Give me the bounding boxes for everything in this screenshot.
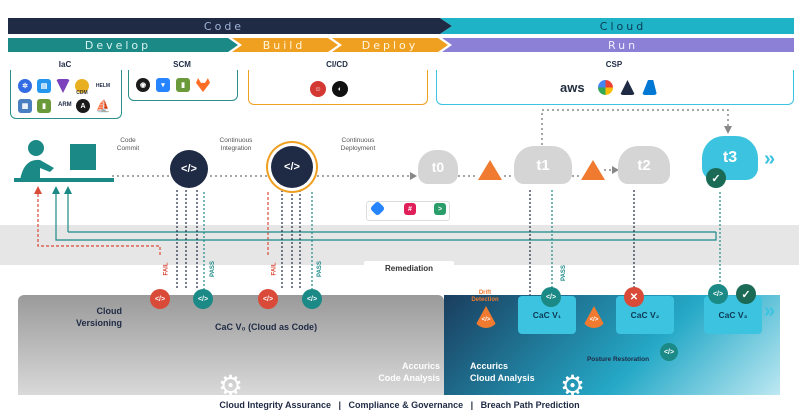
pass-label: PASS: [209, 261, 216, 277]
google-cloud-icon: [598, 80, 613, 95]
terminal-icon: >: [434, 203, 446, 215]
continuous-integration-label: Continuous Integration: [219, 137, 253, 152]
pass-label: PASS: [316, 261, 323, 277]
check-icon: ✓: [706, 168, 726, 188]
band-code: Code: [203, 19, 245, 33]
chevrons-right-icon: »: [764, 148, 776, 170]
restore-code-icon: </>: [660, 343, 678, 361]
cloud-versioning-label: Cloud Versioning: [75, 306, 122, 328]
cd-code-node[interactable]: </>: [271, 146, 313, 188]
pulumi-icon: ▮: [37, 99, 51, 113]
band-build: Build: [262, 38, 306, 52]
jenkins-icon: ☺: [310, 81, 326, 97]
pass-label: PASS: [560, 265, 567, 281]
group-cicd: [248, 70, 428, 105]
group-cicd-label: CI/CD: [326, 60, 348, 69]
fail-label: FAIL: [271, 262, 278, 276]
warning-icon: [581, 160, 605, 180]
cdm-icon: CDM: [75, 79, 89, 96]
gear-icon: ⚙: [560, 370, 586, 401]
group-csp-label: CSP: [605, 60, 623, 69]
cloud-analysis-label: Accurics Cloud Analysis: [470, 361, 535, 383]
pass-code-icon: </>: [193, 289, 213, 309]
code-analysis-label: Accurics Code Analysis: [378, 361, 440, 383]
code-commit-label: Code Commit: [116, 137, 140, 152]
group-csp: [436, 70, 794, 105]
fail-code-icon: </>: [258, 289, 278, 309]
band-deploy: Deploy: [361, 38, 419, 52]
continuous-deployment-label: Continuous Deployment: [340, 137, 376, 152]
group-iac-label: IaC: [58, 60, 72, 69]
pass-code-icon: </>: [541, 287, 561, 307]
code-analysis-panel: [18, 295, 444, 395]
ansible-icon: A: [76, 99, 90, 113]
top-bands: [8, 18, 794, 52]
slack-icon: #: [404, 203, 416, 215]
cloud-t1[interactable]: t1: [514, 146, 572, 184]
kubernetes-icon: ✲: [18, 79, 32, 93]
pass-code-icon: </>: [708, 284, 728, 304]
github-icon: ◉: [136, 78, 150, 92]
group-scm: [128, 70, 238, 101]
sailboat-icon: ⛵: [95, 99, 111, 113]
cloudformation-icon: ▦: [18, 99, 32, 113]
fail-label: FAIL: [163, 262, 170, 276]
group-iac: [10, 70, 122, 119]
cac-v0-label: CaC V₀ (Cloud as Code): [215, 322, 318, 332]
aws-codecommit-icon: ▮: [176, 78, 190, 92]
error-x-icon: ✕: [624, 287, 644, 307]
remediation-label: Remediation: [364, 261, 454, 275]
fail-code-icon: </>: [150, 289, 170, 309]
warning-icon: [478, 160, 502, 180]
cloud-t2[interactable]: t2: [618, 146, 670, 184]
band-cloud: Cloud: [599, 19, 647, 33]
arm-icon: ARM: [58, 102, 72, 108]
aws-icon: aws: [560, 80, 585, 95]
helm-icon: HELM: [95, 83, 111, 89]
band-develop: Develop: [84, 38, 152, 52]
cloud-t0[interactable]: t0: [418, 150, 458, 184]
footer-tagline: Cloud Integrity Assurance | Compliance &…: [219, 400, 580, 410]
drift-detection-label: Drift Detection: [471, 290, 499, 303]
group-scm-label: SCM: [173, 60, 191, 69]
docker-icon: ▤: [37, 79, 51, 93]
circleci-icon: ◐: [332, 81, 348, 97]
pass-code-icon: </>: [302, 289, 322, 309]
chevrons-right-icon: »: [764, 300, 776, 322]
gear-icon: ⚙: [218, 370, 244, 401]
band-run: Run: [607, 38, 639, 52]
posture-restoration-label: Posture Restoration: [586, 356, 650, 363]
developer-icon: [14, 140, 114, 182]
ci-code-node[interactable]: </>: [170, 150, 208, 188]
check-icon: ✓: [736, 284, 756, 304]
bitbucket-icon: ▾: [156, 78, 170, 92]
